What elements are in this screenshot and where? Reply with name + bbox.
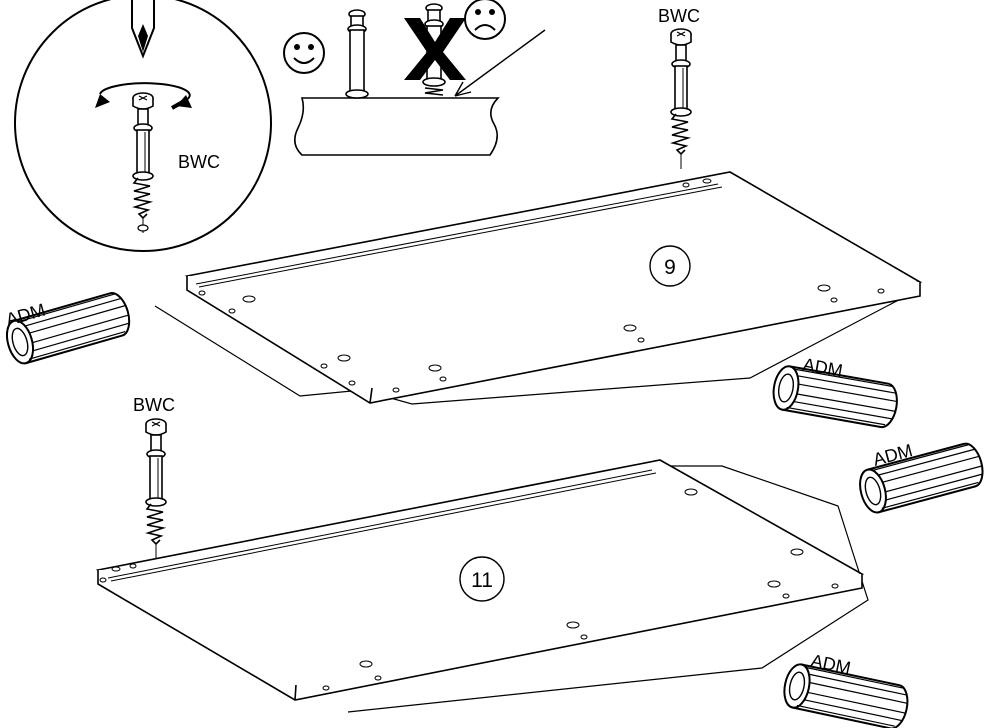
detail-cam-bolt [132, 92, 154, 234]
wood-board-section [294, 97, 500, 156]
bwc-label-lower: BWC [133, 395, 175, 415]
cross-mark-icon [404, 18, 466, 80]
panel-lower-hidden-face [347, 465, 869, 713]
panel-lower-number: 11 [471, 569, 493, 592]
cam-bolt-upper [670, 28, 692, 170]
correct-bolt [345, 9, 369, 99]
screwdriver-icon [131, 0, 155, 59]
panel-upper [184, 171, 923, 404]
dowel-upper-left [1, 288, 135, 368]
smiley-happy-icon [283, 32, 325, 74]
panel-upper-number: 9 [664, 256, 676, 279]
cam-bolt-lower [145, 418, 167, 560]
pointer-arrow-icon [454, 29, 546, 97]
panel-upper-number-badge: 9 [649, 245, 691, 287]
smiley-sad-icon [464, 0, 506, 40]
bwc-label-upper: BWC [658, 6, 700, 26]
rotation-arrow-icon [95, 82, 192, 110]
bwc-label-detail: BWC [178, 152, 220, 172]
panel-lower-number-badge: 11 [459, 556, 505, 602]
